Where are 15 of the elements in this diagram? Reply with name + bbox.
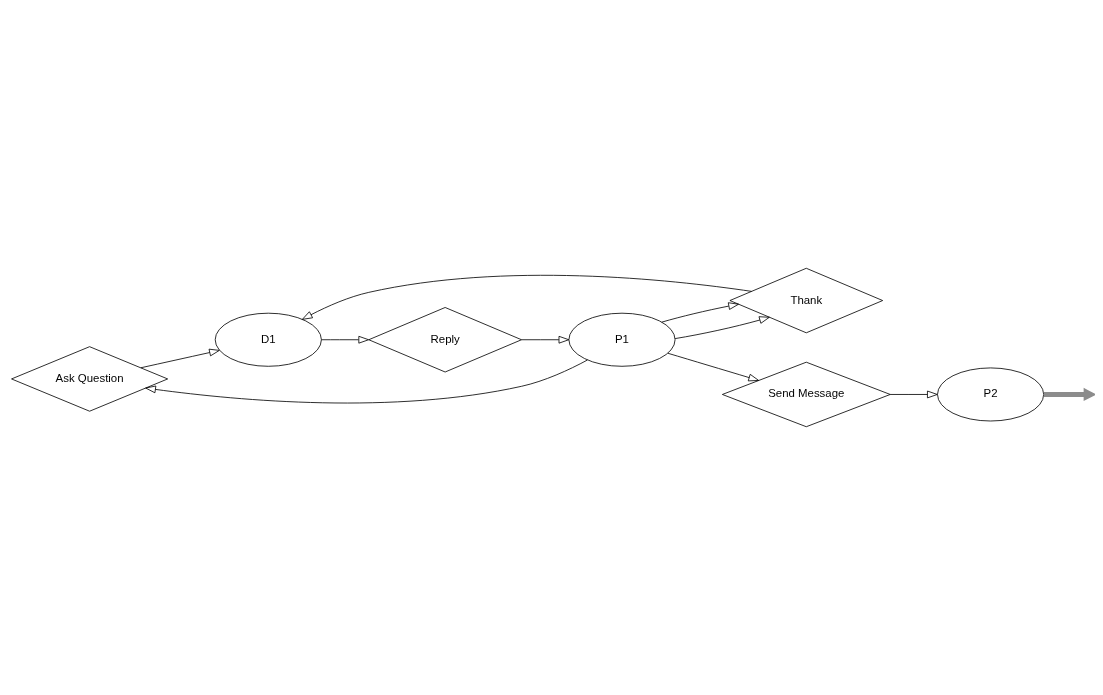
arrow (521, 335, 570, 344)
node-ellipse: P2 (937, 367, 1045, 422)
arrow (301, 274, 752, 320)
node-diamond: Ask Question (11, 346, 169, 412)
node-diamond: Send Message (721, 361, 891, 428)
arrow (661, 302, 739, 323)
arrow (321, 335, 370, 344)
arrow (674, 316, 770, 339)
node-diamond: Reply (368, 307, 522, 373)
arrow (140, 348, 220, 369)
arrow (145, 359, 588, 404)
arrow (667, 352, 759, 382)
node-ellipse: P1 (568, 312, 676, 367)
arrow (889, 390, 938, 399)
arrow (1043, 387, 1095, 402)
